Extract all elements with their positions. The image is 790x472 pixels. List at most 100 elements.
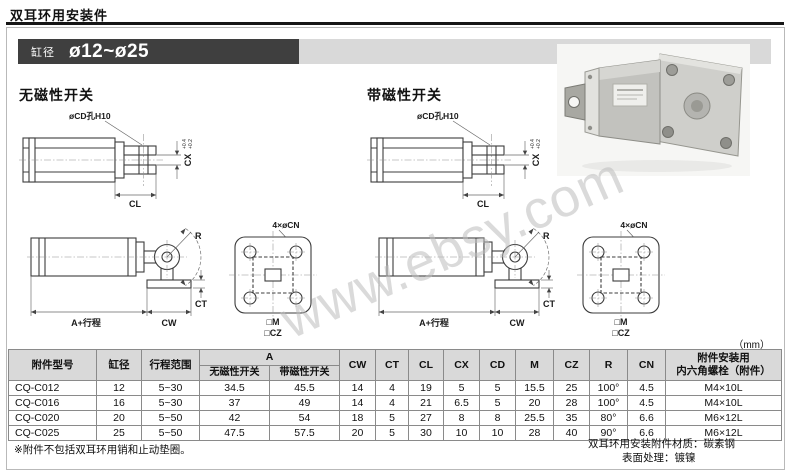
table-cell: 16 (96, 395, 142, 411)
drawing-front-view-right: 4×øCN □M □CZ (577, 220, 665, 338)
table-cell: 5 (375, 410, 409, 426)
table-cell: 4.5 (627, 380, 666, 396)
flange-plate (655, 53, 743, 157)
table-cell: 18 (339, 410, 376, 426)
table-cell: 5~50 (141, 425, 200, 441)
swing-arc (514, 228, 550, 286)
dim-label-cw: CW (162, 318, 177, 328)
col-header-cw: CW (339, 349, 376, 381)
note-right: 双耳环用安装附件材质：碳素钢 表面处理：镀镍 (588, 437, 735, 465)
table-cell: 54 (269, 410, 340, 426)
dim-label-cz: □CZ (612, 328, 630, 338)
table-cell: 30 (408, 425, 444, 441)
cx-tolerance-upper: +0.4 (182, 139, 188, 149)
col-header-cx: CX (443, 349, 480, 381)
table-cell: M6×12L (665, 410, 782, 426)
table-cell: 40 (553, 425, 590, 441)
cell-model: CQ-C012 (8, 380, 97, 396)
col-header-a-no-switch: 无磁性开关 (199, 365, 270, 381)
table-cell: 8 (443, 410, 480, 426)
table-cell: 42 (199, 410, 270, 426)
cl-dimension (462, 174, 505, 199)
dim-label-r: R (543, 231, 550, 241)
table-cell: 27 (408, 410, 444, 426)
cl-dimension (114, 174, 157, 199)
dim-label-cz: □CZ (264, 328, 282, 338)
table-cell: 28 (515, 425, 554, 441)
product-photo (557, 44, 750, 176)
content-frame: 缸径 ø12~ø25 无磁性开关 带磁性开关 øCD孔H10 (6, 27, 785, 470)
dim-label-m: □M (615, 317, 628, 327)
cx-tolerance-upper: +0.4 (530, 139, 536, 149)
clevis-tang-front (612, 268, 630, 282)
dim-label-cx: CX (531, 154, 541, 167)
table-cell: 25 (553, 380, 590, 396)
col-header-stroke: 行程范围 (141, 349, 200, 381)
note-right-finish: 表面处理：镀镍 (622, 452, 696, 465)
col-header-cl: CL (408, 349, 444, 381)
table-cell: 4.5 (627, 395, 666, 411)
drawing-side-view-right: R CT CW A+行程 (375, 228, 555, 328)
col-header-cz: CZ (553, 349, 590, 381)
dim-label-cd-hole: øCD孔H10 (69, 111, 111, 121)
note-right-material: 双耳环用安装附件材质：碳素钢 (588, 438, 735, 450)
table-cell: 5 (443, 380, 480, 396)
cw-dimension (146, 288, 192, 316)
col-header-cn: CN (627, 349, 666, 381)
a-stroke-dimension (30, 276, 147, 316)
title-rule (6, 22, 784, 25)
table-cell: 10 (443, 425, 480, 441)
spec-table: 附件型号 缸径 行程范围 A CW CT CL CX CD M CZ R CN … (8, 349, 782, 441)
mounting-holes (241, 243, 305, 307)
bore-range: ø12~ø25 (69, 40, 150, 62)
table-cell: 4 (375, 380, 409, 396)
table-cell: 45.5 (269, 380, 340, 396)
dim-label-cn: 4×øCN (620, 220, 647, 230)
dim-label-cd-hole: øCD孔H10 (417, 111, 459, 121)
table-cell: 5~30 (141, 380, 200, 396)
table-cell: 28 (553, 395, 590, 411)
table-cell: 8 (479, 410, 516, 426)
drawing-front-view-left: 4×øCN □M □CZ (229, 220, 317, 338)
table-cell: 25 (96, 425, 142, 441)
dim-label-cx: CX (183, 154, 193, 167)
table-cell: 47.5 (199, 425, 270, 441)
dim-label-cl: CL (129, 199, 141, 209)
table-cell: 20 (96, 410, 142, 426)
table-cell: 6.6 (627, 410, 666, 426)
table-cell: 80° (589, 410, 628, 426)
table-cell: 57.5 (269, 425, 340, 441)
table-cell: 25.5 (515, 410, 554, 426)
page-title: 双耳环用安装件 (10, 8, 109, 23)
table-cell: 5 (479, 380, 516, 396)
table-cell: 20 (339, 425, 376, 441)
table-cell: 5 (375, 425, 409, 441)
table-cell: 14 (339, 395, 376, 411)
table-cell: 12 (96, 380, 142, 396)
table-cell: 21 (408, 395, 444, 411)
bore-banner-dark: 缸径 ø12~ø25 (18, 39, 299, 64)
dim-label-a-stroke: A+行程 (419, 317, 449, 328)
cw-dimension (494, 288, 540, 316)
section-heading-with-switch: 带磁性开关 (367, 87, 442, 103)
table-cell: 15.5 (515, 380, 554, 396)
drawing-top-view-left: øCD孔H10 CX +0.4 +0.2 (19, 111, 194, 209)
col-header-bore: 缸径 (96, 349, 142, 381)
cell-model: CQ-C025 (8, 425, 97, 441)
dim-label-cl: CL (477, 199, 489, 209)
col-header-ct: CT (375, 349, 409, 381)
dim-label-cn: 4×øCN (272, 220, 299, 230)
dim-label-a-stroke: A+行程 (71, 317, 101, 328)
swing-arc (166, 228, 202, 286)
clevis-tang-front (264, 268, 282, 282)
table-cell: 5~30 (141, 395, 200, 411)
cx-dimension (505, 141, 529, 179)
dim-label-ct: CT (195, 299, 207, 309)
col-header-bolt-line2: 内六角螺栓（附件） (676, 365, 771, 377)
hidden-body-outline (252, 256, 294, 294)
col-header-a: A (199, 349, 340, 366)
